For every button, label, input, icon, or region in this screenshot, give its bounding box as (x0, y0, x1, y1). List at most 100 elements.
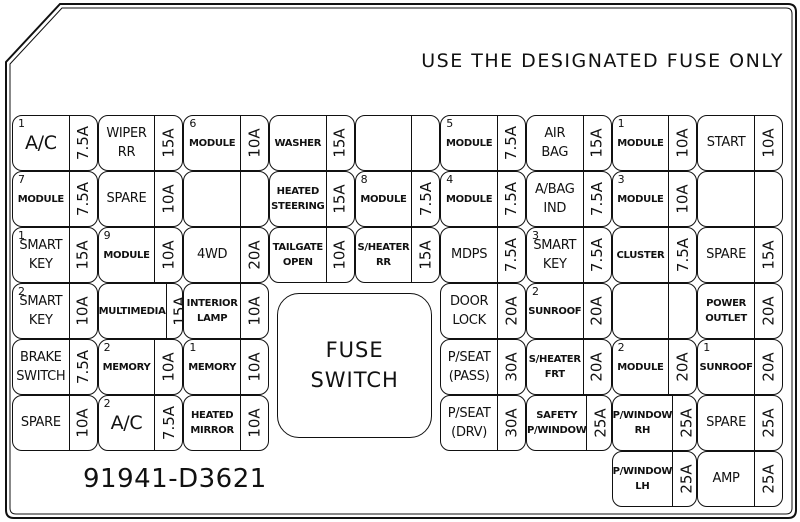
fuse-label: AMP (712, 471, 740, 487)
fuse-rating: 7.5A (673, 237, 692, 273)
fuse-rating: 20A (588, 352, 607, 382)
fuse-rating: 20A (245, 240, 264, 270)
fuse-label: 4WD (197, 247, 228, 263)
fuse-label: MODULE (617, 193, 664, 205)
fuse-label: MODULE (17, 193, 65, 205)
fuse-rating-box: 30A (496, 396, 525, 450)
fuse-rating-box: 10A (239, 396, 268, 450)
fuse-rating-box: 15A (753, 228, 782, 282)
fuse-rating-box: 15A (582, 116, 611, 170)
fuse-label: HEATED MIRROR (190, 410, 234, 436)
fuse-index: 2 (617, 341, 625, 354)
fuse-label: SPARE (706, 247, 747, 263)
fuse-rating: 7.5A (588, 181, 607, 217)
fuse-rating-box: 15A (325, 172, 354, 226)
designated-fuse-notice: USE THE DESIGNATED FUSE ONLY (421, 50, 784, 72)
fuse-rating-box: 20A (582, 284, 611, 338)
fuse-rating-box: 7.5A (496, 228, 525, 282)
fuse-rating-box: 30A (496, 340, 525, 394)
fuse-label: P/WINDOW LH (612, 466, 673, 492)
fuse-slot-cluster: CLUSTER 7.5A (611, 227, 698, 283)
fuse-rating: 15A (331, 184, 350, 214)
fuse-rating: 7.5A (502, 237, 521, 273)
fuse-rating-box: 25A (672, 452, 700, 506)
fuse-index: 2 (531, 285, 539, 298)
fuse-rating-box: 7.5A (496, 172, 525, 226)
fuse-label: A/C (24, 131, 57, 154)
fuse-rating-box: 7.5A (668, 228, 696, 282)
fuse-label: AIR BAG (541, 125, 569, 161)
fuse-rating-box: 20A (753, 284, 782, 338)
fuse-slot-p-seat-drv: P/SEAT (DRV)30A (440, 395, 526, 451)
fuse-index: 2 (18, 285, 25, 298)
fuse-label: SPARE (20, 415, 61, 431)
fuse-label: MODULE (445, 137, 493, 149)
fuse-label: SMART KEY (533, 237, 577, 273)
fuse-label: INTERIOR LAMP (186, 298, 238, 324)
fuse-rating: 20A (673, 352, 692, 382)
fuse-rating-box: 15A (154, 116, 182, 170)
fuse-rating-box: 7.5A (154, 396, 182, 450)
fuse-rating-box: 7.5A (68, 172, 97, 226)
fuse-slot-empty (611, 283, 698, 339)
fuse-label: S/HEATER FRT (528, 354, 581, 380)
fuse-label: WIPER RR (106, 125, 147, 161)
fuse-rating: 30A (502, 408, 521, 438)
fuse-label: A/C (110, 411, 143, 434)
fuse-index: 1 (617, 117, 625, 130)
fuse-rating: 25A (759, 408, 778, 438)
fuse-switch[interactable]: FUSE SWITCH (276, 293, 433, 438)
fuse-rating-box: 10A (239, 340, 268, 394)
fuse-rating-box: 7.5A (582, 172, 611, 226)
fuse-index: 5 (446, 117, 454, 130)
fuse-slot-heated-mirror: HEATED MIRROR 10A (183, 395, 269, 451)
fuse-index: 4 (446, 173, 454, 186)
fuse-rating-box (239, 172, 268, 226)
fuse-rating: 7.5A (588, 237, 607, 273)
fuse-rating: 7.5A (416, 181, 435, 217)
fuse-rating: 20A (759, 352, 778, 382)
fuse-label: P/WINDOW RH (612, 410, 673, 436)
fuse-rating: 15A (74, 240, 93, 270)
fuse-rating-box: 10A (154, 172, 182, 226)
fuse-index: 8 (360, 173, 368, 186)
fuse-rating: 10A (759, 128, 778, 158)
fuse-label: MODULE (189, 137, 236, 149)
fuse-rating-box: 20A (753, 340, 782, 394)
fuse-slot-s-heater-frt: S/HEATER FRT 20A (525, 339, 612, 395)
fuse-rating: 20A (502, 296, 521, 326)
fuse-rating: 10A (245, 408, 264, 438)
fuse-rating-box: 25A (586, 396, 614, 450)
fuse-rating-box: 10A (154, 228, 182, 282)
fuse-rating-box (668, 284, 696, 338)
fuse-rating-box: 7.5A (582, 228, 611, 282)
fuse-rating: 10A (673, 128, 692, 158)
fuse-rating: 10A (331, 240, 350, 270)
fuse-switch-label-line1: FUSE (325, 338, 384, 363)
fuse-index: 6 (189, 117, 197, 130)
fuse-index: 1 (703, 341, 711, 354)
fuse-label: CLUSTER (616, 249, 665, 261)
fuse-index: 3 (617, 173, 625, 186)
fuse-index: 1 (189, 341, 197, 354)
fuse-rating: 7.5A (502, 181, 521, 217)
fuse-rating-box: 10A (668, 116, 696, 170)
fuse-slot-4wd: 4WD 20A (183, 227, 269, 283)
fuse-label: MODULE (445, 193, 493, 205)
fuse-rating-box: 10A (239, 116, 268, 170)
fuse-rating-box: 7.5A (411, 172, 439, 226)
